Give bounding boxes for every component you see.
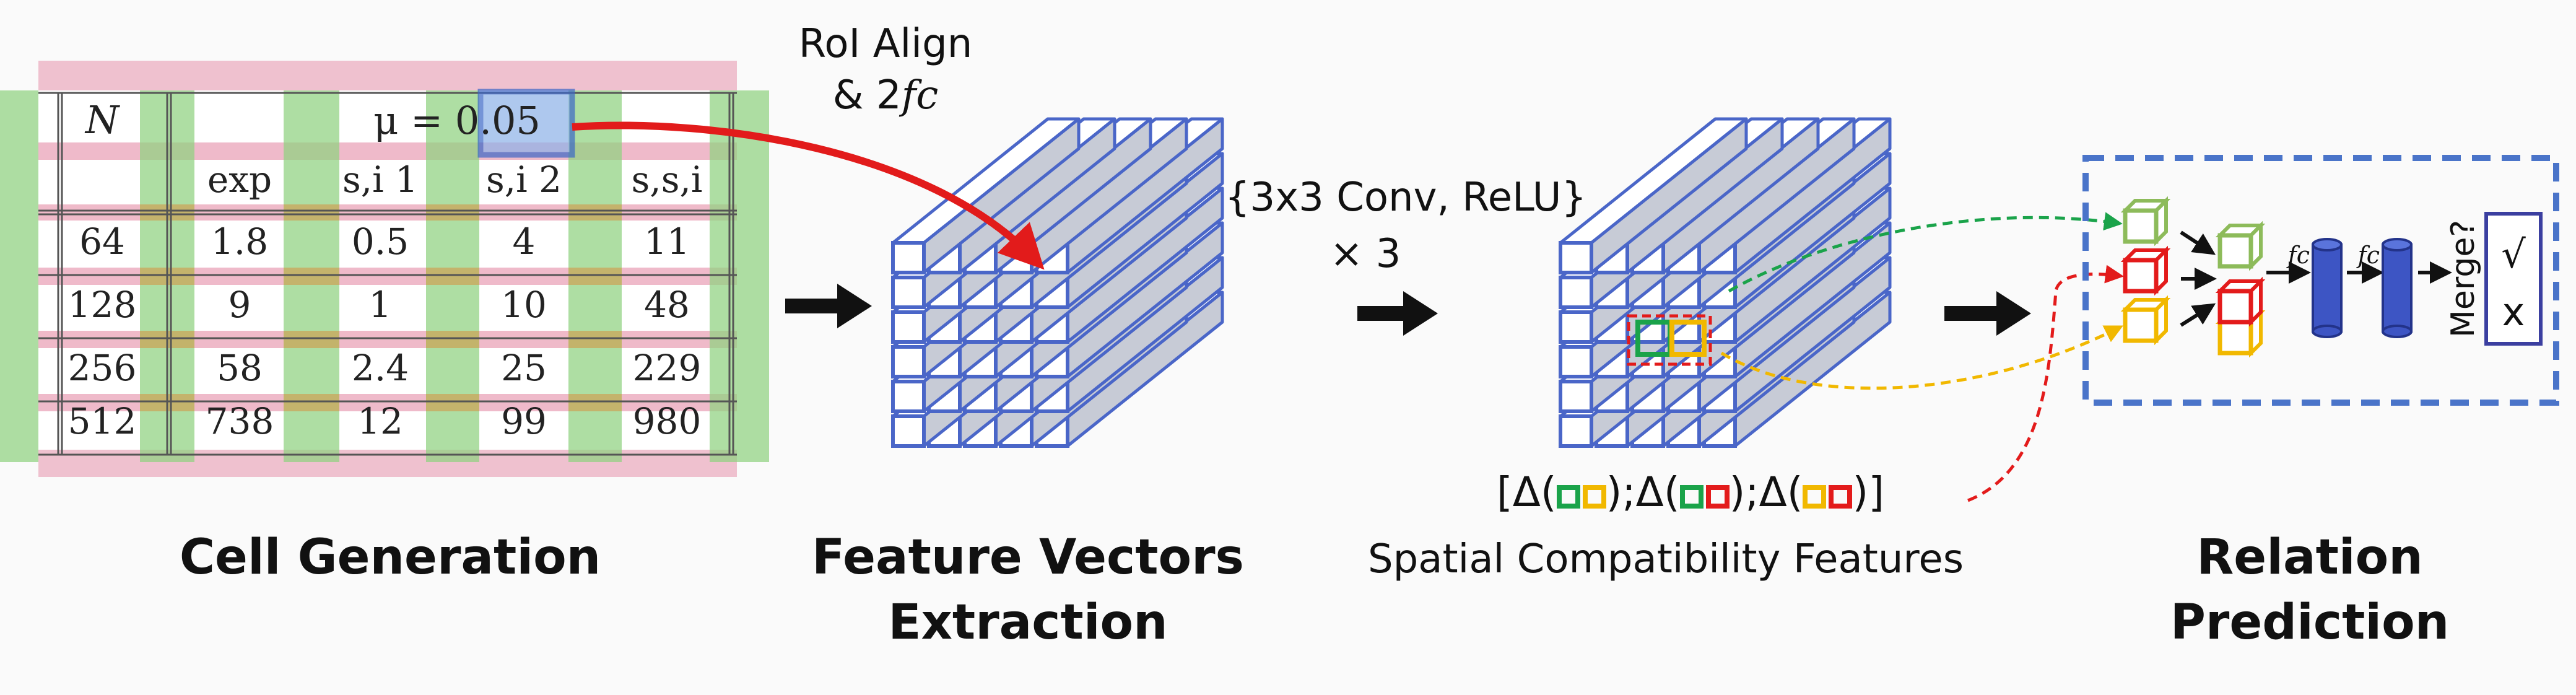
table-cell: 256 bbox=[68, 347, 137, 389]
arrow-yellow-to-stack bbox=[2180, 303, 2216, 327]
green-feature-arrow bbox=[1728, 212, 2123, 293]
table-rules bbox=[38, 92, 737, 456]
table-cell: 58 bbox=[217, 347, 263, 389]
table-data: 64 1.8 0.5 4 11 128 9 1 10 48 256 58 2.4… bbox=[68, 221, 702, 442]
formula-close: )] bbox=[1852, 468, 1884, 516]
yellow-square-icon bbox=[1803, 485, 1827, 509]
formula-open: [Δ( bbox=[1497, 468, 1557, 516]
table-cell: 1 bbox=[369, 284, 392, 326]
feature-caption-line1: Feature Vectors bbox=[811, 530, 1244, 585]
roi-align-arrow bbox=[572, 121, 1045, 270]
yellow-feature-arrow bbox=[1720, 325, 2123, 390]
feature-cell bbox=[891, 117, 1081, 274]
green-square-icon bbox=[1556, 485, 1580, 509]
table-cell: 229 bbox=[633, 347, 702, 389]
header-ssi: s,s,i bbox=[632, 159, 703, 201]
table-cell: 0.5 bbox=[352, 221, 409, 263]
spatial-formula: [Δ();Δ();Δ()] bbox=[1406, 466, 1975, 519]
feature-volume-conv bbox=[1559, 117, 1892, 448]
relation-frame bbox=[2082, 155, 2559, 406]
header-exp: exp bbox=[207, 159, 272, 201]
table-cell: 980 bbox=[633, 400, 702, 442]
header-si1: s,i 1 bbox=[342, 159, 418, 201]
table-cell: 11 bbox=[644, 221, 690, 263]
selected-cell-yellow bbox=[1669, 320, 1707, 357]
conv-label-line1: {3x3 Conv, ReLU} bbox=[1224, 175, 1587, 221]
roi-highlight-cell bbox=[477, 89, 575, 158]
table-cell: 9 bbox=[228, 284, 251, 326]
table-cell: 2.4 bbox=[352, 347, 409, 389]
red-cube bbox=[2120, 245, 2171, 296]
feature-cell bbox=[1559, 117, 1748, 274]
merge-yes: √ bbox=[2501, 232, 2526, 277]
green-cube bbox=[2120, 196, 2171, 247]
merge-output-box bbox=[2484, 212, 2543, 346]
table-cell: 99 bbox=[501, 400, 547, 442]
conv-label: {3x3 Conv, ReLU} × 3 bbox=[1214, 172, 1598, 280]
spatial-label: Spatial Compatibility Features bbox=[1367, 536, 1964, 582]
formula-delta2: Δ( bbox=[1635, 468, 1680, 516]
feature-caption-line2: Extraction bbox=[888, 595, 1168, 651]
fc2-cylinder bbox=[2382, 238, 2413, 338]
merge-no: x bbox=[2502, 289, 2525, 334]
header-si2: s,i 2 bbox=[486, 159, 562, 201]
feature-volume-roi bbox=[891, 117, 1224, 448]
fc2-label: fc bbox=[2356, 242, 2380, 269]
table-cell: 64 bbox=[79, 221, 125, 263]
table-cell: 128 bbox=[68, 284, 137, 326]
table-cell: 1.8 bbox=[211, 221, 268, 263]
merge-question-label: Merge? bbox=[2445, 220, 2482, 338]
roi-align-prefix: & 2 bbox=[832, 72, 902, 119]
table-cell: 12 bbox=[357, 400, 403, 442]
fc1-label: fc bbox=[2286, 242, 2310, 269]
arrow-conv bbox=[1357, 291, 1438, 336]
table-cell: 4 bbox=[513, 221, 536, 263]
feature-extraction-caption: Feature Vectors Extraction bbox=[774, 525, 1282, 656]
conv-label-line2: × 3 bbox=[1329, 231, 1401, 278]
stack-green-cube bbox=[2215, 221, 2266, 271]
cell-generation-caption: Cell Generation bbox=[179, 530, 601, 585]
relation-prediction-caption: Relation Prediction bbox=[2170, 530, 2450, 651]
red-square-icon bbox=[1829, 485, 1853, 509]
arrow-to-features bbox=[785, 284, 872, 328]
yellow-cube bbox=[2120, 295, 2171, 346]
roi-align-label: RoI Align & 2fc bbox=[786, 19, 985, 121]
table-cell: 10 bbox=[501, 284, 547, 326]
selected-cell-red bbox=[1627, 314, 1712, 366]
red-square-icon bbox=[1705, 485, 1730, 509]
formula-sep2: ); bbox=[1729, 468, 1759, 516]
arrow-green-to-stack bbox=[2180, 230, 2216, 255]
roi-align-line1: RoI Align bbox=[798, 21, 973, 67]
header-mu: μ = 0.05 bbox=[373, 98, 541, 143]
roi-align-fc: fc bbox=[901, 72, 939, 119]
table-cell: 48 bbox=[644, 284, 690, 326]
roi-align-line2: & 2fc bbox=[786, 70, 985, 121]
header-n: N bbox=[84, 97, 121, 142]
relation-cubes bbox=[2120, 196, 2266, 358]
stack-red-cube bbox=[2215, 276, 2266, 327]
formula-sep1: ); bbox=[1606, 468, 1636, 516]
yellow-square-icon bbox=[1582, 485, 1606, 509]
header-row-2: exp s,i 1 s,i 2 s,s,i bbox=[207, 159, 703, 201]
arrow-to-relation bbox=[1944, 291, 2031, 336]
cell-generation-table: N μ = 0.05 exp s,i 1 s,i 2 s,s,i 64 1.8 … bbox=[0, 61, 769, 477]
formula-delta3: Δ( bbox=[1759, 468, 1803, 516]
fc1-cylinder bbox=[2312, 238, 2343, 338]
table-cell: 512 bbox=[68, 400, 137, 442]
table-cell: 25 bbox=[501, 347, 547, 389]
table-cell: 738 bbox=[206, 400, 274, 442]
green-square-icon bbox=[1679, 485, 1704, 509]
